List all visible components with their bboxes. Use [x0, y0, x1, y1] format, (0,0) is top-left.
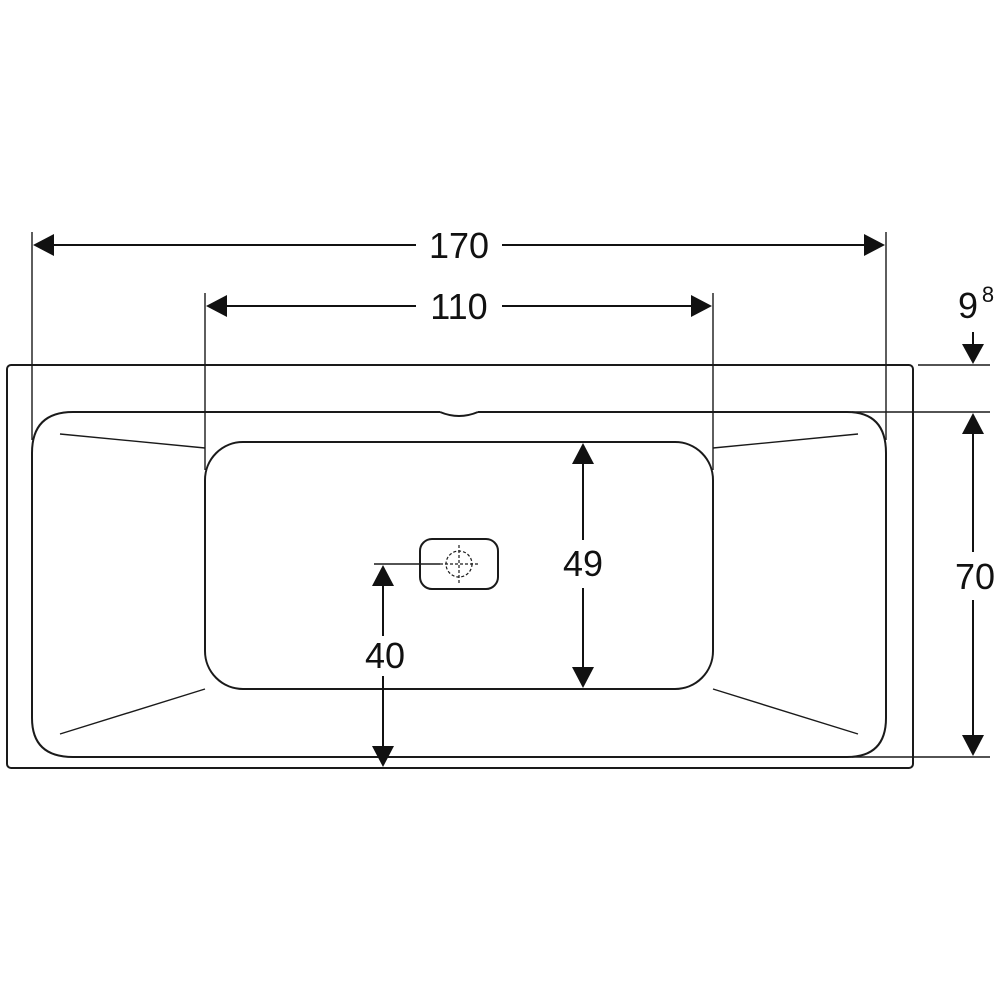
dimension-label-70: 70 — [955, 556, 995, 597]
dimension-label-rim: 9 — [958, 285, 978, 326]
dimension-label-170: 170 — [429, 225, 489, 266]
arrowhead-40-top — [372, 565, 394, 586]
arrowhead-rim — [962, 344, 984, 364]
tub-floor-outline — [204, 441, 714, 690]
arrowhead-170-right — [864, 234, 885, 256]
dimension-label-rim-superscript: 8 — [982, 282, 994, 307]
tub-outer-rim — [6, 364, 914, 769]
dimension-label-40: 40 — [365, 635, 405, 676]
slope-line-top-right — [712, 433, 859, 449]
slope-line-bottom-right — [712, 688, 859, 735]
arrowhead-70-bottom — [962, 735, 984, 756]
arrowhead-110-right — [691, 295, 712, 317]
dimension-label-110: 110 — [430, 286, 487, 327]
arrowhead-170-left — [33, 234, 54, 256]
overflow-icon — [439, 411, 479, 417]
arrowhead-110-left — [206, 295, 227, 317]
arrowhead-70-top — [962, 413, 984, 434]
slope-line-top-left — [59, 433, 206, 449]
slope-line-bottom-left — [59, 688, 206, 735]
tub-basin-outline — [31, 411, 887, 758]
arrowhead-40-bottom — [372, 746, 394, 767]
dimension-label-49: 49 — [563, 543, 603, 584]
drain-center-circle — [445, 550, 473, 578]
arrowhead-49-bottom — [572, 667, 594, 688]
arrowhead-49-top — [572, 443, 594, 464]
